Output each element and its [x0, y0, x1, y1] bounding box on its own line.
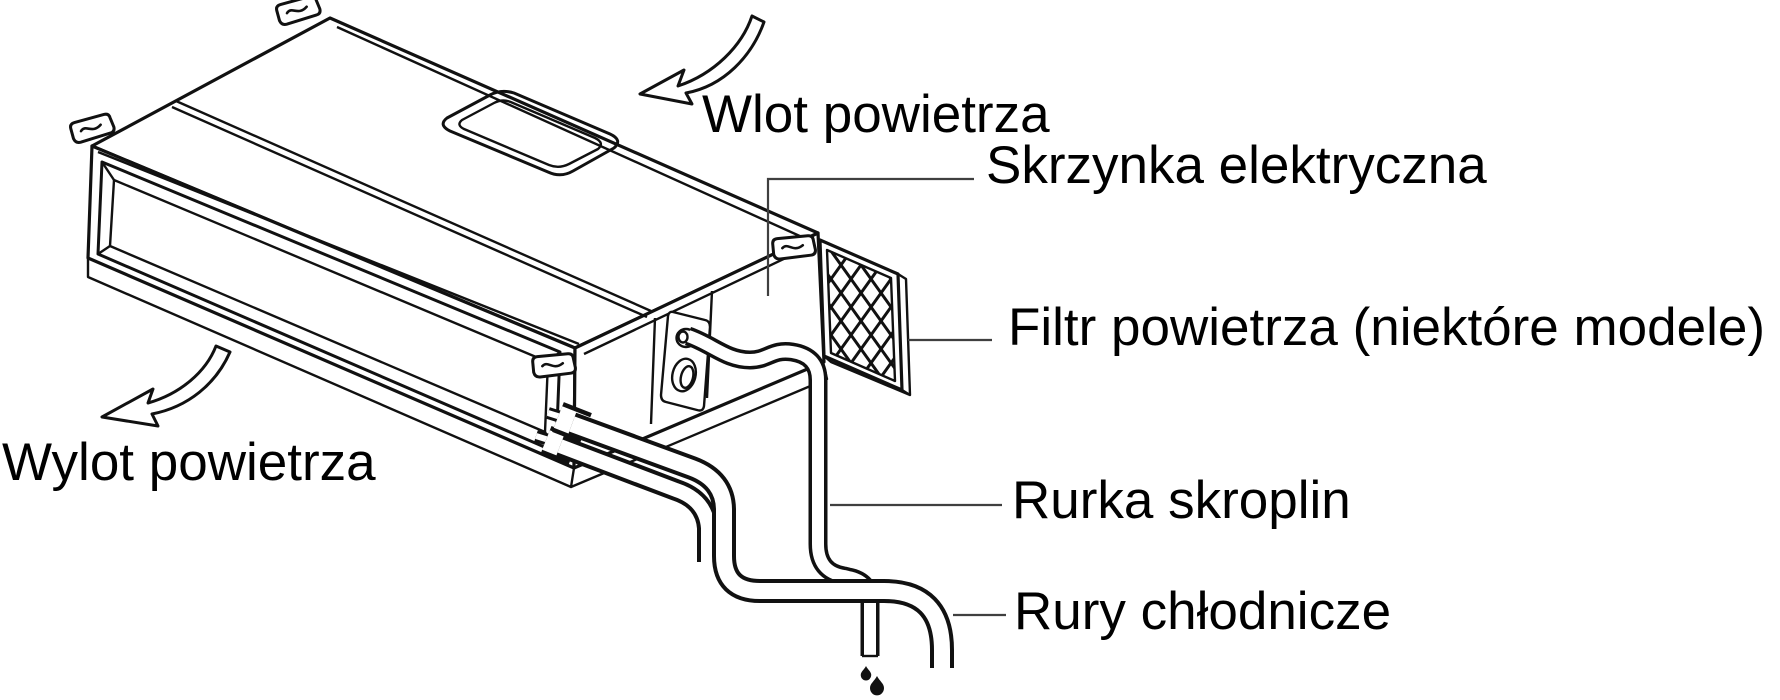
filter-mesh [827, 250, 895, 381]
end-step-rail [583, 243, 814, 356]
air-inlet-arrow-icon [638, 14, 766, 106]
hanging-bracket-icon [274, 0, 323, 27]
label-air-inlet: Wlot powietrza [702, 85, 1050, 144]
air-outlet-arrow-icon [100, 344, 232, 428]
flow-arrows [100, 14, 766, 428]
label-air-outlet: Wylot powietrza [2, 433, 376, 492]
air-filter-panel [818, 238, 912, 397]
label-electrical-box: Skrzynka elektryczna [986, 136, 1487, 195]
pipe-port-plate [659, 310, 712, 412]
label-refrigerant-pipes: Rury chłodnicze [1014, 582, 1392, 641]
refrigerant-pipe-rear [534, 426, 719, 562]
refrigerant-pipe-front [546, 402, 954, 668]
leader-lines [766, 177, 1006, 617]
pipes [534, 326, 954, 696]
top-service-hatch [441, 89, 620, 177]
top-panel-seams [97, 25, 814, 346]
label-drain-pipe: Rurka skroplin [1012, 471, 1351, 530]
condensate-drip-icon [860, 666, 884, 696]
label-air-filter: Filtr powietrza (niektóre modele) [1008, 298, 1765, 357]
drain-pipe [684, 326, 880, 656]
electrical-box-leader [766, 177, 974, 296]
